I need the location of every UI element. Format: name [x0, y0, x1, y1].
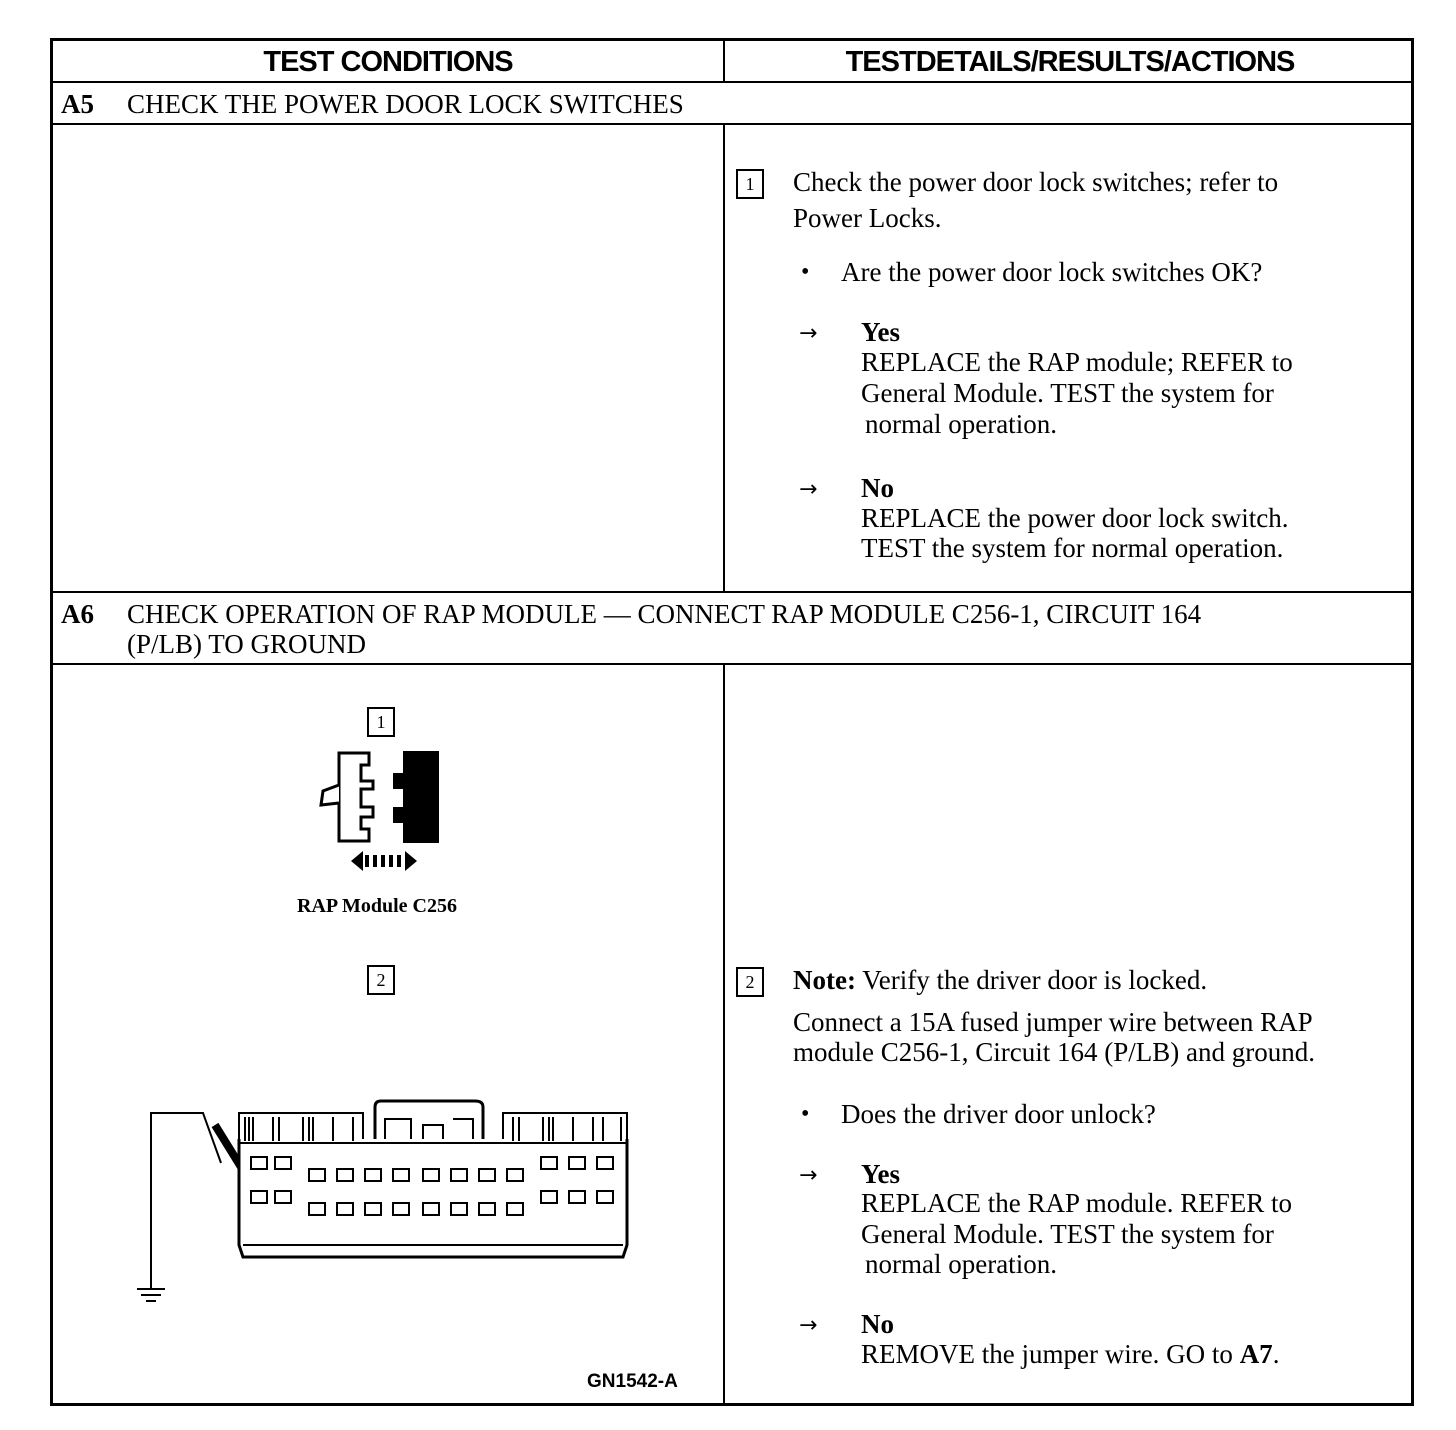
- a6-connect-line2: module C256-1, Circuit 164 (P/LB) and gr…: [793, 1037, 1315, 1067]
- a5-no-line2: TEST the system for normal operation.: [861, 533, 1284, 563]
- a6-question-bullet: •: [801, 1101, 810, 1127]
- a6-yes-line3: normal operation.: [865, 1249, 1057, 1279]
- header-test-details: TESTDETAILS/RESULTS/ACTIONS: [845, 45, 1296, 78]
- a6-yes-arrow-icon: →: [799, 1163, 818, 1188]
- diagnostic-table: TEST CONDITIONS TESTDETAILS/RESULTS/ACTI…: [50, 38, 1414, 1406]
- divider-header: [53, 81, 1411, 83]
- a5-no-line1: REPLACE the power door lock switch.: [861, 503, 1289, 533]
- connector-disconnect-icon: [319, 751, 439, 871]
- step-a5-id: A5: [61, 89, 94, 119]
- connector-c256-face-diagram: [137, 1099, 629, 1302]
- a6-no-text: REMOVE the jumper wire. GO to: [861, 1339, 1240, 1369]
- step-a6-title-line1: CHECK OPERATION OF RAP MODULE — CONNECT …: [127, 599, 1202, 629]
- a5-instruction-line1: Check the power door lock switches; refe…: [793, 167, 1279, 197]
- a5-yes-line1: REPLACE the RAP module; REFER to: [861, 347, 1293, 377]
- a5-no-arrow-icon: →: [799, 477, 818, 502]
- a6-no-suffix: .: [1272, 1339, 1280, 1369]
- divider-a6-title: [53, 663, 1411, 665]
- step-a6-id: A6: [61, 599, 94, 629]
- a5-instruction-line2: Power Locks.: [793, 203, 942, 233]
- figure1-caption: RAP Module C256: [297, 895, 457, 917]
- figure1-number: 1: [367, 707, 395, 737]
- a5-yes-line3: normal operation.: [865, 409, 1057, 439]
- a6-note: Note: Verify the driver door is locked.: [793, 965, 1207, 996]
- divider-header-vertical: [723, 41, 725, 83]
- step-a6-title: A6 CHECK OPERATION OF RAP MODULE — CONNE…: [61, 599, 1401, 663]
- figure-id: GN1542-A: [587, 1371, 678, 1392]
- a6-question: Does the driver door unlock?: [841, 1099, 1156, 1129]
- figure2-number: 2: [367, 965, 395, 995]
- a5-yes-line2: General Module. TEST the system for: [861, 378, 1274, 408]
- divider-a5-vertical: [723, 123, 725, 593]
- a6-connect-line1: Connect a 15A fused jumper wire between …: [793, 1007, 1313, 1037]
- a6-no-arrow-icon: →: [799, 1313, 818, 1338]
- a6-yes-label: Yes: [861, 1159, 900, 1189]
- a6-step-number: 2: [736, 967, 764, 997]
- a5-question-bullet: •: [801, 259, 810, 285]
- a5-question: Are the power door lock switches OK?: [841, 257, 1263, 287]
- a6-yes-line2: General Module. TEST the system for: [861, 1219, 1274, 1249]
- step-a5-title: A5 CHECK THE POWER DOOR LOCK SWITCHES: [61, 89, 1401, 121]
- a5-no-label: No: [861, 473, 894, 503]
- a6-no-line1: REMOVE the jumper wire. GO to A7.: [861, 1339, 1279, 1370]
- a6-note-text: Verify the driver door is locked.: [855, 965, 1208, 995]
- a6-no-label: No: [861, 1309, 894, 1339]
- a5-yes-arrow-icon: →: [799, 321, 818, 346]
- a5-yes-label: Yes: [861, 317, 900, 347]
- a6-yes-line1: REPLACE the RAP module. REFER to: [861, 1188, 1293, 1218]
- divider-a6-vertical: [723, 663, 725, 1403]
- a6-note-label: Note:: [793, 965, 856, 995]
- divider-a5-title: [53, 123, 1411, 125]
- header-test-conditions: TEST CONDITIONS: [263, 45, 513, 78]
- step-a6-title-line2: (P/LB) TO GROUND: [127, 629, 367, 659]
- divider-a6-start: [53, 591, 1411, 593]
- a6-no-step-ref: A7: [1239, 1339, 1273, 1369]
- a5-step-number: 1: [736, 169, 764, 199]
- step-a5-title-text: CHECK THE POWER DOOR LOCK SWITCHES: [127, 89, 684, 119]
